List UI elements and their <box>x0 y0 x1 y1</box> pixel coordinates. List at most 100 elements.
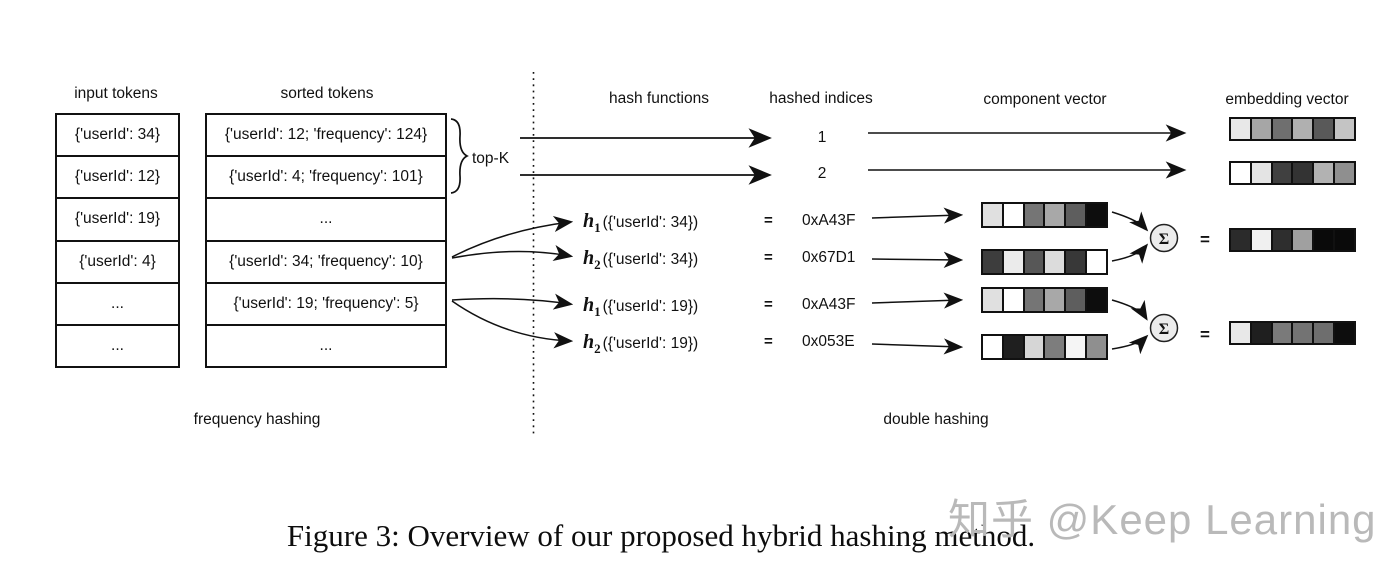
vector-cell <box>1231 163 1250 183</box>
vector-cell <box>1043 251 1065 273</box>
vector-cell <box>1043 336 1065 358</box>
vector-cell <box>1022 336 1044 358</box>
hashed-indices-header: hashed indices <box>769 90 873 107</box>
sorted-tokens-header: sorted tokens <box>280 85 374 102</box>
token-text: {'userId': 12; 'frequency': 124} <box>224 126 428 144</box>
sigma-circle-2 <box>1149 313 1179 343</box>
vector-cell <box>983 251 1002 273</box>
token-text: {'userId': 34; 'frequency': 10} <box>229 252 423 270</box>
arrow-token19-to-h1 <box>451 293 574 310</box>
vector-cell <box>1231 119 1250 139</box>
embedding-vector-2 <box>1229 161 1356 185</box>
token-row: {'userId': 12} <box>57 157 178 200</box>
hash-value: 0x67D1 <box>802 249 856 266</box>
token-text: ... <box>319 210 333 228</box>
vector-cell <box>1291 323 1313 343</box>
vector-cell <box>1312 230 1334 250</box>
vector-cell <box>1022 204 1044 226</box>
sigma-icon: Σ <box>1159 321 1169 338</box>
token-row: ... <box>207 326 445 366</box>
vector-cell <box>1085 251 1106 273</box>
vector-cell <box>1001 336 1023 358</box>
hash-equation-row: h2({'userId': 19}) = 0x053E <box>583 329 923 355</box>
top-k-label: top-K <box>472 150 510 167</box>
sum-embedding-vector-1 <box>1229 228 1356 252</box>
arrow-token34-to-h2 <box>451 245 574 262</box>
token-row: ... <box>57 326 178 366</box>
vector-cell <box>1231 323 1250 343</box>
vector-cell <box>1333 163 1354 183</box>
vector-cell <box>1064 204 1086 226</box>
equals-sign: = <box>764 296 773 313</box>
vector-cell <box>1270 230 1292 250</box>
vector-cell <box>1085 336 1106 358</box>
vector-cell <box>1043 289 1065 311</box>
hash-value: 0xA43F <box>802 212 856 229</box>
vector-cell <box>1270 119 1292 139</box>
equals-sign: = <box>1200 325 1210 344</box>
vector-cell <box>1064 289 1086 311</box>
sigma-icon: Σ <box>1159 231 1169 248</box>
hashed-index-2: 2 <box>817 165 827 182</box>
token-row: {'userId': 34; 'frequency': 10} <box>207 242 445 284</box>
hash-equation-row: h2({'userId': 34}) = 0x67D1 <box>583 245 923 271</box>
vector-cell <box>983 204 1002 226</box>
arrow-component3-to-sigma <box>1111 299 1148 321</box>
sum-embedding-vector-2 <box>1229 321 1356 345</box>
hash-fn-arg: ({'userId': 34}) <box>602 251 699 268</box>
hash-equation-row: h1({'userId': 34}) = 0xA43F <box>583 208 923 234</box>
frequency-hashing-label: frequency hashing <box>193 411 321 428</box>
vector-cell <box>1312 163 1334 183</box>
vector-cell <box>1333 119 1354 139</box>
vector-cell <box>1270 163 1292 183</box>
input-tokens-table: {'userId': 34} {'userId': 12} {'userId':… <box>55 113 180 368</box>
token-text: ... <box>319 336 333 354</box>
hash-fn-symbol: h2 <box>583 247 601 272</box>
vector-cell <box>1312 323 1334 343</box>
token-text: {'userId': 34} <box>74 126 161 144</box>
watermark: 知乎 @Keep Learning <box>948 496 1377 543</box>
vector-cell <box>1001 204 1023 226</box>
hashed-index-1: 1 <box>817 129 827 146</box>
hash-fn-arg: ({'userId': 19}) <box>602 298 699 315</box>
hash-value: 0xA43F <box>802 296 856 313</box>
equals-sign: = <box>1200 230 1210 249</box>
hash-equation-row: h1({'userId': 19}) = 0xA43F <box>583 292 923 318</box>
vector-cell <box>1312 119 1334 139</box>
token-row: ... <box>57 284 178 326</box>
vector-cell <box>1022 251 1044 273</box>
vector-cell <box>1085 289 1106 311</box>
hash-fn-symbol: h2 <box>583 331 601 356</box>
vector-cell <box>1249 163 1271 183</box>
vector-cell <box>1064 251 1086 273</box>
vector-cell <box>1085 204 1106 226</box>
equals-sign: = <box>764 249 773 266</box>
component-vector-header: component vector <box>983 91 1107 108</box>
embedding-vector-header: embedding vector <box>1225 91 1349 108</box>
token-row: ... <box>207 199 445 242</box>
equals-sign: = <box>764 212 773 229</box>
input-tokens-header: input tokens <box>74 85 158 102</box>
vector-cell <box>1043 204 1065 226</box>
vector-cell <box>1022 289 1044 311</box>
hash-functions-header: hash functions <box>609 90 709 107</box>
component-vector-4 <box>981 334 1108 360</box>
token-row: {'userId': 4; 'frequency': 101} <box>207 157 445 200</box>
arrow-token34-to-h1 <box>451 215 574 258</box>
token-text: {'userId': 4} <box>79 252 156 270</box>
vector-cell <box>1001 289 1023 311</box>
hash-fn-symbol: h1 <box>583 294 601 319</box>
equals-sign: = <box>764 333 773 350</box>
vector-cell <box>1249 119 1271 139</box>
vector-cell <box>1001 251 1023 273</box>
hash-fn-symbol: h1 <box>583 210 601 235</box>
vector-cell <box>983 336 1002 358</box>
token-row: {'userId': 12; 'frequency': 124} <box>207 115 445 158</box>
hash-fn-arg: ({'userId': 34}) <box>602 214 699 231</box>
token-text: {'userId': 4; 'frequency': 101} <box>229 168 423 186</box>
token-text: ... <box>111 294 124 312</box>
vector-cell <box>983 289 1002 311</box>
double-hashing-label: double hashing <box>883 411 989 428</box>
embedding-vector-1 <box>1229 117 1356 141</box>
